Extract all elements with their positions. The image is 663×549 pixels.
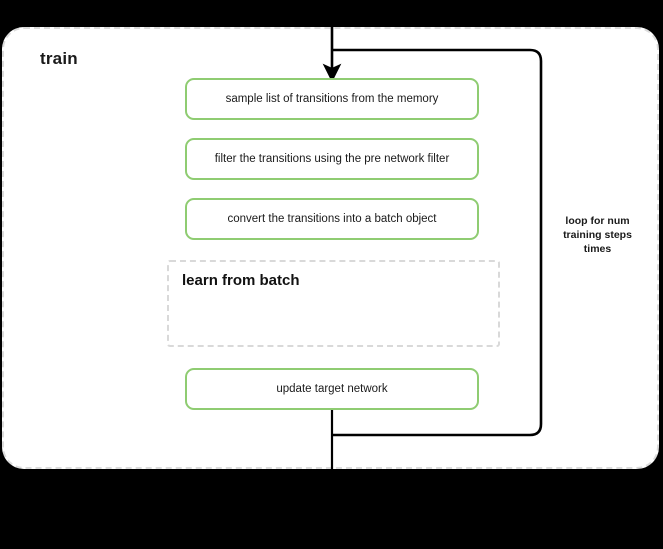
learn-from-batch-group[interactable]: learn from batch — [167, 260, 500, 347]
step-box-update-target-network[interactable]: update target network — [185, 368, 479, 410]
step-label-sample: sample list of transitions from the memo… — [225, 92, 439, 105]
loop-annotation-line-2: training steps — [563, 228, 632, 241]
loop-annotation: loop for num training steps times — [540, 215, 655, 257]
step-box-filter[interactable]: filter the transitions using the pre net… — [185, 138, 479, 180]
loop-annotation-line-1: loop for num — [565, 215, 630, 227]
step-label-convert: convert the transitions into a batch obj… — [227, 212, 437, 225]
train-title: train — [40, 49, 78, 68]
loop-annotation-line-3: times — [583, 242, 612, 255]
step-label-update-target-network: update target network — [276, 382, 388, 395]
step-label-filter: filter the transitions using the pre net… — [214, 152, 450, 165]
step-box-sample[interactable]: sample list of transitions from the memo… — [185, 78, 479, 120]
learn-from-batch-label: learn from batch — [182, 272, 300, 289]
step-box-convert[interactable]: convert the transitions into a batch obj… — [185, 198, 479, 240]
